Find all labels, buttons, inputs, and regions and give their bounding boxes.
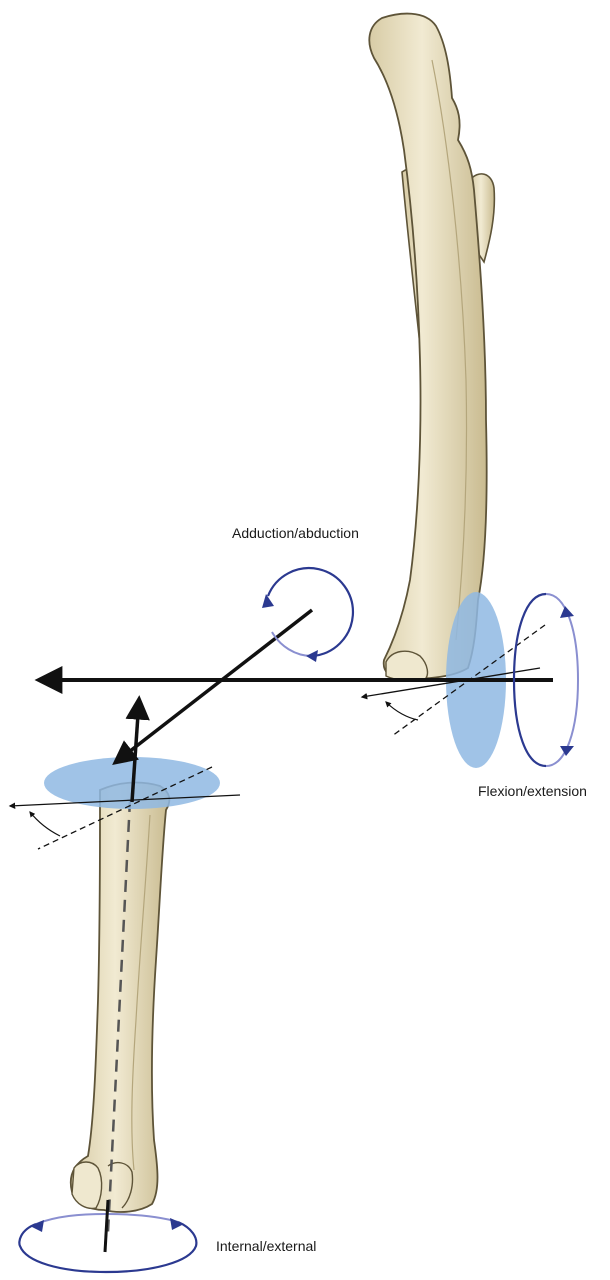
flexion-extension-label: Flexion/extension: [478, 783, 587, 799]
diagonal-axis: [116, 610, 312, 762]
lower-joint-angle-arrow: [30, 812, 60, 836]
lower-bone-main-shaft: [71, 783, 170, 1212]
upper-joint-angle-arrow: [386, 702, 418, 720]
upper-bone: [369, 14, 494, 681]
lower-bone-distal-end: [72, 1162, 102, 1208]
lower-bone: [71, 783, 170, 1232]
upper-bone-main-shaft: [369, 14, 486, 679]
adduction-abduction-label: Adduction/abduction: [232, 525, 359, 541]
internal-external-label: Internal/external: [216, 1238, 316, 1254]
